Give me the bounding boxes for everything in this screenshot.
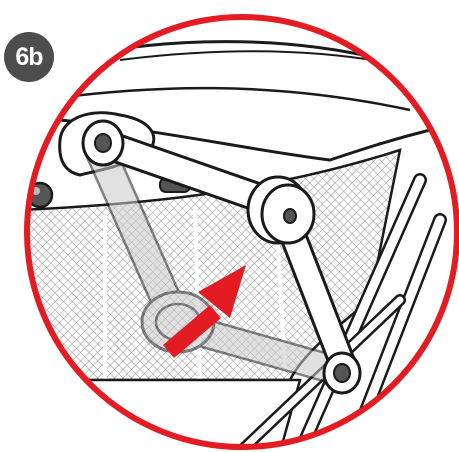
ghost-arm-upper-fill	[86, 136, 189, 334]
canopy-seam	[119, 50, 401, 66]
canopy-fold	[39, 86, 411, 112]
canopy-fabric	[27, 40, 432, 162]
detail-ring	[24, 14, 459, 450]
arrow-head	[198, 265, 246, 318]
frame-tube-inner-core	[295, 175, 425, 447]
step-badge: 6b	[4, 32, 54, 82]
pivot-bottom-pin	[333, 363, 351, 383]
direction-arrow-icon	[163, 265, 246, 358]
hub-joint-pin	[283, 208, 297, 224]
pivot-top-left-pin	[94, 133, 112, 153]
arrow-shaft	[163, 305, 221, 358]
step-label: 6b	[15, 42, 43, 71]
